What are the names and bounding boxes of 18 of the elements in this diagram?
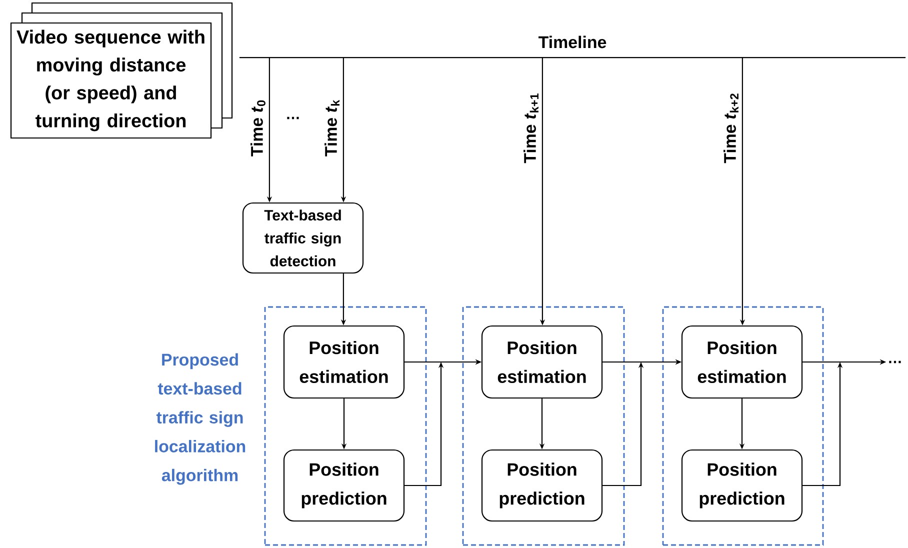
- process-box: Position estimation: [681, 325, 803, 399]
- edge-label: Time t$_{k+2}$: [722, 92, 740, 164]
- dashed-group: [662, 306, 824, 546]
- node-label: Proposed text-based traffic sign localization algorithm: [155, 353, 246, 485]
- dashed-group: [462, 306, 625, 546]
- edge-label: Time t$_{0}$: [250, 98, 266, 158]
- ellipsis: …: [287, 116, 299, 120]
- process-box: Position prediction: [681, 449, 803, 522]
- edge-label: Time t$_{k+1}$: [522, 92, 540, 164]
- timeline: Timeline: [239, 36, 906, 58]
- document-stack: Video sequence with moving distance (or speed) and turning direction: [10, 2, 233, 139]
- process-box: Position prediction: [481, 449, 603, 522]
- process-box: Position estimation: [283, 325, 405, 399]
- edge-label: Time t$_{k}$: [324, 98, 340, 158]
- process-box: Position estimation: [481, 325, 603, 399]
- process-box: Text-based traffic sign detection: [242, 202, 364, 274]
- process-box: Position prediction: [283, 449, 405, 522]
- ellipsis: …: [889, 360, 901, 364]
